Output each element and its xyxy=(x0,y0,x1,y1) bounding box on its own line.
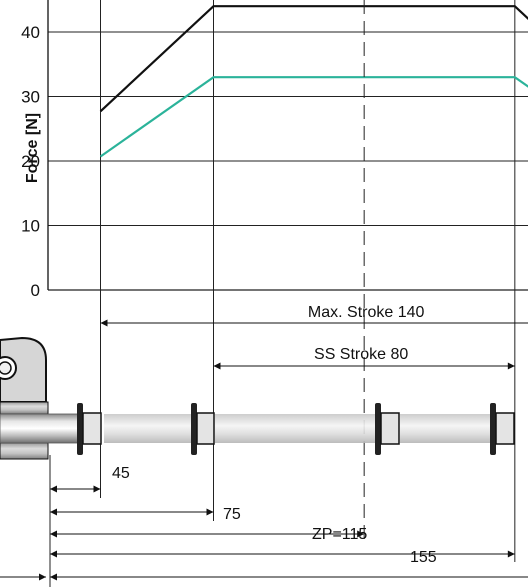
cylinder-rod-drawing xyxy=(0,336,515,460)
dim-zp-label: ZP=115 xyxy=(312,526,367,543)
plot-area: 0 10 20 30 40 Force [N] xyxy=(21,0,528,545)
dimension-zp: ZP=115 xyxy=(50,526,367,543)
dimension-45: 45 xyxy=(50,465,130,493)
y-tick-label-0: 0 xyxy=(31,281,40,300)
grid-horizontal xyxy=(48,31,528,291)
rod-end-75 xyxy=(191,403,215,455)
series-line-1 xyxy=(99,5,528,113)
dim-155-label: 155 xyxy=(410,549,437,566)
y-axis-label: Force [N] xyxy=(24,113,41,183)
mounting-bracket-icon xyxy=(0,336,47,403)
dim-45-label: 45 xyxy=(112,465,130,482)
dim-75-label: 75 xyxy=(223,506,241,523)
dimension-155: 155 xyxy=(50,549,515,566)
dimension-75: 75 xyxy=(50,506,241,523)
rod-end-155 xyxy=(375,403,400,455)
y-tick-label-30: 30 xyxy=(21,88,40,107)
dimension-ss-stroke: SS Stroke 80 xyxy=(213,346,515,370)
y-tick-label-20: 20 xyxy=(21,152,40,171)
y-tick-label-40: 40 xyxy=(21,23,40,42)
rod-end-45 xyxy=(77,403,102,455)
dimension-max-stroke: Max. Stroke 140 xyxy=(100,304,528,327)
series-layer xyxy=(99,5,528,158)
y-tick-label-10: 10 xyxy=(21,217,40,236)
ss-stroke-label: SS Stroke 80 xyxy=(314,346,408,363)
y-tick-labels: 0 10 20 30 40 xyxy=(21,23,40,300)
max-stroke-label: Max. Stroke 140 xyxy=(308,304,425,321)
series-line-2 xyxy=(99,76,528,158)
rod-end-185 xyxy=(490,403,515,455)
grid-vertical xyxy=(100,0,516,290)
